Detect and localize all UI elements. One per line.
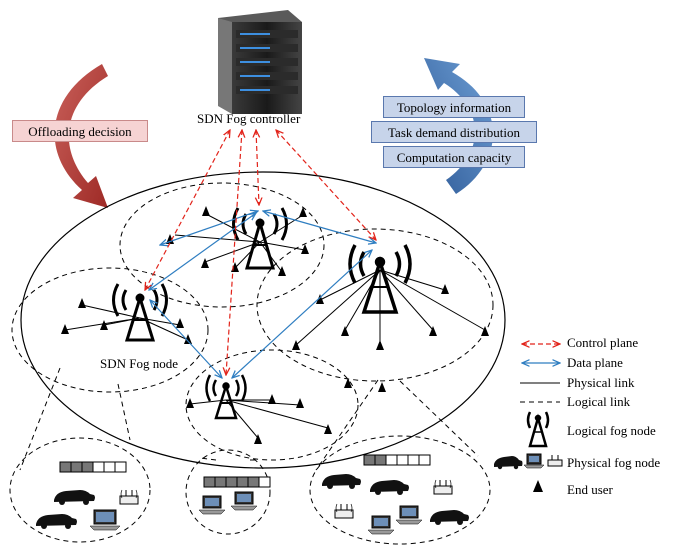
- router-icon: [119, 489, 139, 505]
- legend-router-icon: [547, 455, 563, 467]
- laptop-icon: [367, 515, 395, 535]
- end-user-icons: [61, 206, 489, 444]
- legend-laptop-icon: [523, 453, 545, 469]
- fog-node-label: SDN Fog node: [100, 356, 179, 371]
- legend-end-user-icon: [533, 480, 543, 492]
- info-box-topology: Topology information: [383, 96, 525, 118]
- car-icon: [36, 514, 77, 529]
- legend-tower-icon: [526, 411, 550, 448]
- legend-car-icon: [494, 456, 523, 470]
- task-queue-middle: [203, 476, 271, 488]
- car-icon: [430, 510, 469, 525]
- legend-control-plane: Control plane: [567, 335, 639, 350]
- info-box-task-demand: Task demand distribution: [371, 121, 537, 143]
- laptop-icon: [395, 505, 423, 525]
- control-plane-links: [145, 130, 376, 375]
- fog-layer-ellipse: [20, 171, 506, 469]
- task-queue-left: [59, 461, 127, 473]
- router-icon: [433, 479, 453, 495]
- legend-end-user: End user: [567, 482, 613, 497]
- offloading-arrow: [54, 64, 108, 208]
- fog-node-tower-bottom: [205, 374, 247, 420]
- logical-to-physical-links: [19, 367, 479, 471]
- physical-links: [64, 213, 486, 439]
- laptop-icon: [230, 491, 258, 511]
- controller-label: SDN Fog controller: [197, 111, 301, 126]
- router-icon: [334, 503, 354, 519]
- info-box-computation: Computation capacity: [383, 146, 525, 168]
- fog-node-tower-left: [112, 283, 168, 342]
- task-queue-right: [363, 454, 431, 466]
- legend-logical-fog-node: Logical fog node: [567, 423, 656, 438]
- offloading-decision-box: Offloading decision: [12, 120, 148, 142]
- car-icon: [54, 490, 95, 505]
- legend-physical-link: Physical link: [567, 375, 635, 390]
- legend-graphics: [494, 344, 563, 492]
- legend-data-plane: Data plane: [567, 355, 623, 370]
- server-icon: [218, 10, 302, 114]
- car-icon: [370, 480, 409, 495]
- legend-logical-link: Logical link: [567, 394, 631, 409]
- laptop-icon: [89, 509, 121, 531]
- legend-physical-fog-node: Physical fog node: [567, 455, 661, 470]
- laptop-icon: [198, 495, 226, 515]
- car-icon: [322, 474, 361, 489]
